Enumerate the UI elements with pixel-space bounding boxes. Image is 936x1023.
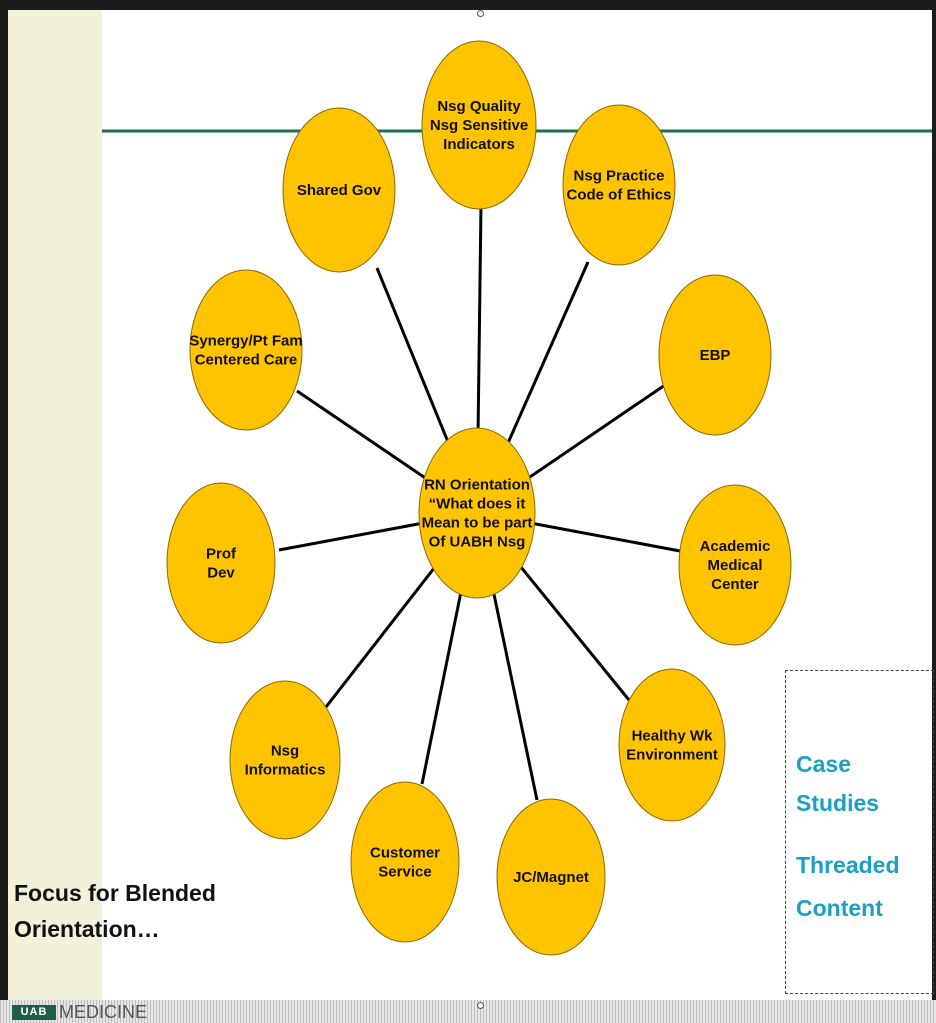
- nsg-informatics-node-label: Nsg: [271, 743, 299, 760]
- customer-service-node-label: Service: [378, 864, 431, 881]
- jc-magnet-node-label: JC/Magnet: [513, 869, 589, 886]
- nsg-quality-node-circle: [421, 40, 537, 210]
- focus-line-1: Focus for Blended: [14, 880, 216, 906]
- jc-magnet-node-circle: [496, 798, 606, 956]
- healthy-wk-environment-node-circle: [618, 668, 726, 822]
- healthy-wk-environment-node-label: Environment: [626, 747, 718, 764]
- academic-medical-center-node-label: Academic: [700, 538, 771, 555]
- top-border: [0, 0, 936, 10]
- rn-orientation-hub-label: RN Orientation: [424, 477, 530, 494]
- prof-dev-node-circle: [166, 482, 276, 644]
- customer-service-node-label: Customer: [370, 845, 440, 862]
- nsg-quality-node-label: Nsg Quality: [437, 98, 521, 115]
- healthy-wk-environment-node[interactable]: Healthy Wk Environment: [618, 668, 726, 822]
- ebp-node-label: EBP: [700, 347, 731, 364]
- ebp-node-circle: [658, 274, 772, 436]
- academic-medical-center-node-circle: [678, 484, 792, 646]
- nsg-practice-node-label: Code of Ethics: [566, 187, 671, 204]
- jc-magnet-node[interactable]: JC/Magnet: [496, 798, 606, 956]
- rn-orientation-hub-label: Of UABH Nsg: [429, 534, 526, 551]
- rn-orientation-hub-circle: [418, 427, 536, 599]
- studies-line: Studies: [796, 790, 880, 816]
- content-line: Content: [796, 895, 883, 921]
- focus-line-2: Orientation…: [14, 916, 160, 942]
- nsg-practice-node-label: Nsg Practice: [574, 168, 665, 185]
- rn-orientation-hub[interactable]: RN Orientation “What does it Mean to be pa…: [418, 427, 536, 599]
- footer-medicine-text: MEDICINE: [59, 1001, 148, 1022]
- academic-medical-center-node-label: Medical: [707, 557, 762, 574]
- right-border: [932, 10, 936, 1010]
- bottom-border: [0, 1000, 936, 1023]
- nsg-quality-node-label: Indicators: [443, 136, 515, 153]
- case-studies-box[interactable]: Case Studies Threaded Content: [785, 670, 934, 994]
- bottom-resize-handle[interactable]: [477, 1002, 484, 1009]
- slide-sidebar-band: [8, 10, 102, 1010]
- shared-gov-node-circle: [282, 107, 396, 273]
- ebp-node[interactable]: EBP: [658, 274, 772, 436]
- uab-logo-block: UAB: [12, 1004, 56, 1020]
- top-resize-handle[interactable]: [477, 10, 484, 17]
- nsg-quality-node-label: Nsg Sensitive: [430, 117, 528, 134]
- nsg-practice-node-circle: [562, 104, 676, 266]
- prof-dev-node-label: Prof: [206, 546, 237, 563]
- footer-logo: UAB MEDICINE: [12, 1001, 147, 1023]
- rn-orientation-hub-label: Mean to be part: [422, 515, 533, 532]
- rn-orientation-hub-label: “What does it: [429, 496, 526, 513]
- prof-dev-node-label: Dev: [207, 565, 235, 582]
- customer-service-node-circle: [350, 781, 460, 943]
- case-line: Case: [796, 751, 851, 777]
- synergy-node-circle: [189, 269, 303, 431]
- synergy-node-label: Synergy/Pt Fam: [189, 333, 302, 350]
- threaded-line: Threaded: [796, 852, 900, 878]
- shared-gov-node-label: Shared Gov: [297, 182, 382, 199]
- shared-gov-node[interactable]: Shared Gov: [282, 107, 396, 273]
- left-border: [0, 10, 8, 1010]
- synergy-node-label: Centered Care: [195, 352, 298, 369]
- nsg-informatics-node-circle: [229, 680, 341, 840]
- healthy-wk-environment-node-label: Healthy Wk: [632, 728, 714, 745]
- nsg-informatics-node-label: Informatics: [245, 762, 326, 779]
- focus-caption: Focus for Blended Orientation…: [14, 875, 274, 947]
- academic-medical-center-node-label: Center: [711, 576, 759, 593]
